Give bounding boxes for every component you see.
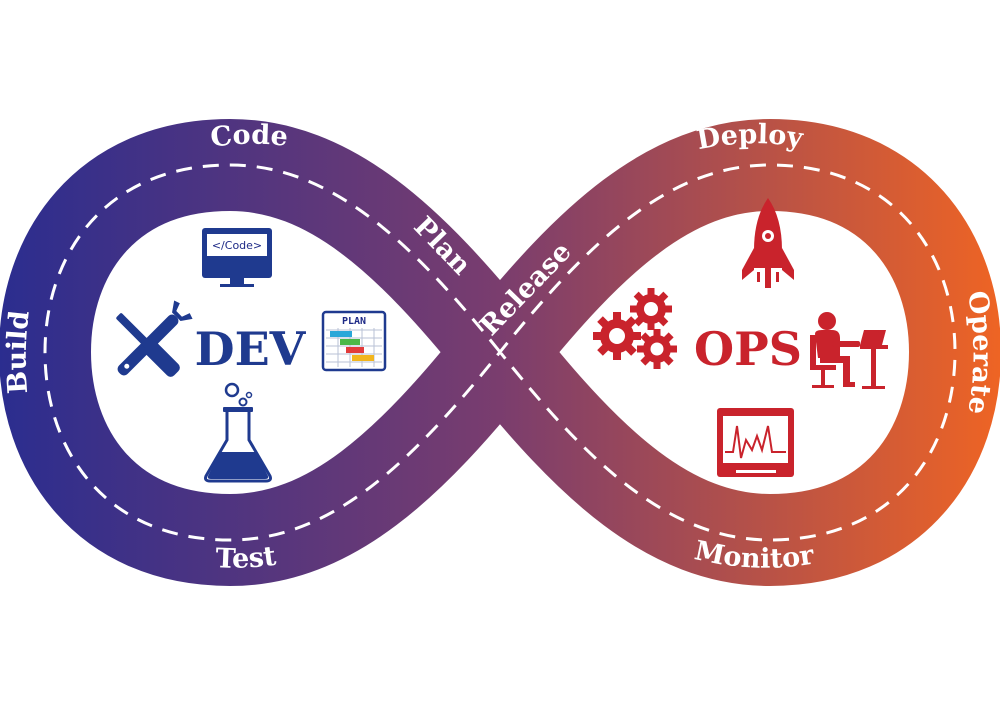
svg-text:</Code>: </Code> bbox=[212, 239, 262, 252]
flask-icon bbox=[204, 382, 272, 483]
svg-text:PLAN: PLAN bbox=[342, 316, 366, 327]
stage-label-test: Test bbox=[215, 541, 278, 575]
monitoring-screen-icon bbox=[717, 408, 794, 477]
code-monitor-icon: </Code> bbox=[202, 228, 272, 287]
ops-label: OPS bbox=[694, 322, 802, 376]
rocket-icon bbox=[742, 198, 794, 288]
dev-label: DEV bbox=[195, 322, 307, 376]
tools-icon bbox=[116, 300, 193, 377]
plan-board-icon: PLAN bbox=[321, 310, 387, 372]
stage-label-build: Build bbox=[2, 309, 36, 395]
stage-label-code: Code bbox=[209, 120, 290, 154]
gears-icon bbox=[593, 288, 677, 369]
infinity-band bbox=[0, 119, 1000, 586]
stage-label-operate: Operate bbox=[961, 289, 997, 417]
operator-desk-icon bbox=[810, 312, 888, 389]
